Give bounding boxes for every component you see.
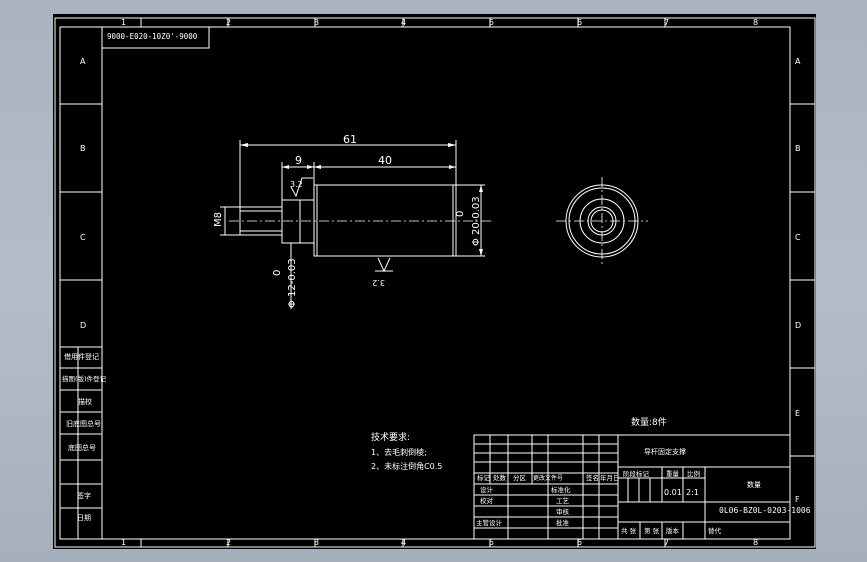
zone-column-labels-bottom: 1 2 3 4 5 6 7 8 — [121, 538, 758, 547]
svg-text:B: B — [795, 144, 801, 153]
svg-text:描图(版)件登记: 描图(版)件登记 — [62, 374, 107, 383]
svg-text:8: 8 — [753, 538, 758, 547]
svg-text:共 张: 共 张 — [621, 526, 637, 535]
svg-text:C: C — [795, 233, 801, 242]
notes-line-1: 1、去毛刺倒棱; — [371, 447, 427, 457]
svg-text:7: 7 — [664, 18, 669, 27]
zone-ticks — [140, 18, 815, 547]
dim-overall-length: 61 — [343, 133, 357, 146]
notes-line-2: 2、未标注倒角C0.5 — [371, 461, 442, 471]
svg-text:替代: 替代 — [708, 526, 722, 535]
svg-text:处数: 处数 — [493, 473, 507, 482]
dim-small-diameter-tolerance: 0 — [272, 270, 283, 276]
inner-border — [59, 26, 791, 540]
svg-text:借用件登记: 借用件登记 — [64, 352, 99, 361]
svg-text:工艺: 工艺 — [556, 497, 570, 505]
svg-text:批准: 批准 — [556, 518, 570, 527]
dim-shoulder-length: 9 — [295, 154, 302, 167]
svg-text:设计: 设计 — [480, 485, 494, 494]
svg-text:4: 4 — [401, 18, 406, 27]
part-scale: 2:1 — [686, 488, 699, 497]
shaft-side-view — [556, 177, 648, 265]
svg-text:1: 1 — [121, 18, 126, 27]
quantity-label: 数量:8件 — [631, 416, 667, 428]
part-name: 导杆固定支撑 — [644, 447, 686, 456]
svg-text:签字: 签字 — [77, 491, 91, 500]
svg-text:描校: 描校 — [78, 397, 92, 406]
svg-text:旧底图总号: 旧底图总号 — [66, 419, 101, 428]
outer-border — [54, 17, 816, 548]
svg-text:7: 7 — [664, 538, 669, 547]
drawing-number: 0L06-BZ0L-0203-1006 — [719, 506, 811, 515]
svg-text:D: D — [80, 321, 86, 330]
svg-text:6: 6 — [577, 18, 582, 27]
svg-text:1: 1 — [121, 538, 126, 547]
svg-text:校对: 校对 — [480, 496, 494, 505]
code-box — [101, 26, 210, 49]
svg-text:A: A — [795, 57, 801, 66]
drawing-sheet: 1 2 3 4 5 6 7 8 1 2 3 4 5 6 7 8 A B C D … — [53, 14, 816, 549]
svg-text:第 张: 第 张 — [644, 526, 660, 535]
svg-text:6: 6 — [577, 538, 582, 547]
svg-text:日期: 日期 — [77, 514, 91, 522]
dim-small-diameter: Φ 12-0.03 — [287, 258, 298, 308]
svg-text:标准化: 标准化 — [551, 485, 571, 494]
left-strip: A B C D 借用件登记 描图(版)件登记 描校 旧底图总号 底图总号 签字 … — [60, 27, 107, 539]
part-weight: 0.01 — [664, 488, 682, 497]
svg-text:5: 5 — [489, 538, 494, 547]
svg-text:3: 3 — [314, 18, 319, 27]
dim-large-diameter: Φ 20-0.03 — [471, 196, 482, 246]
svg-text:C: C — [80, 233, 86, 242]
shaft-front-view — [229, 184, 491, 257]
zone-column-labels-top: 1 2 3 4 5 6 7 8 — [121, 18, 758, 27]
svg-text:D: D — [795, 321, 801, 330]
svg-text:8: 8 — [753, 18, 758, 27]
roughness-top: 3.2 — [290, 180, 303, 189]
svg-text:B: B — [80, 144, 86, 153]
svg-text:2: 2 — [226, 538, 231, 547]
dim-body-length: 40 — [378, 154, 392, 167]
svg-text:阶段标记: 阶段标记 — [623, 469, 650, 478]
svg-text:主管设计: 主管设计 — [476, 518, 503, 527]
svg-text:底图总号: 底图总号 — [68, 443, 96, 452]
material-cell: 数量 — [747, 480, 761, 489]
technical-notes: 技术要求: 1、去毛刺倒棱; 2、未标注倒角C0.5 — [371, 431, 442, 471]
svg-text:标记: 标记 — [477, 473, 491, 482]
svg-text:F: F — [795, 495, 800, 504]
svg-text:E: E — [795, 409, 800, 418]
svg-text:4: 4 — [401, 538, 406, 547]
svg-text:签名: 签名 — [586, 473, 599, 482]
svg-text:审核: 审核 — [556, 507, 570, 516]
roughness-bottom: 3.2 — [372, 278, 385, 287]
dim-large-diameter-tolerance: 0 — [455, 211, 466, 217]
drawing-canvas: 1 2 3 4 5 6 7 8 1 2 3 4 5 6 7 8 A B C D … — [54, 17, 816, 548]
title-block — [473, 434, 791, 540]
svg-text:重量: 重量 — [666, 470, 680, 478]
dimension-lines — [220, 140, 485, 309]
svg-text:2: 2 — [226, 18, 231, 27]
svg-text:分区: 分区 — [513, 473, 527, 482]
svg-text:比例: 比例 — [687, 469, 700, 478]
svg-text:3: 3 — [314, 538, 319, 547]
svg-text:更改文件号: 更改文件号 — [533, 474, 563, 482]
svg-text:年月日: 年月日 — [600, 473, 620, 482]
svg-text:5: 5 — [489, 18, 494, 27]
zone-row-labels-right: A B C D E F — [795, 57, 801, 504]
code-box-text: 9000-E020-10Z0'-9000 — [107, 32, 198, 41]
dim-thread: M8 — [213, 212, 224, 227]
svg-text:A: A — [80, 57, 86, 66]
notes-title: 技术要求: — [371, 431, 410, 443]
svg-text:版本: 版本 — [666, 526, 680, 535]
